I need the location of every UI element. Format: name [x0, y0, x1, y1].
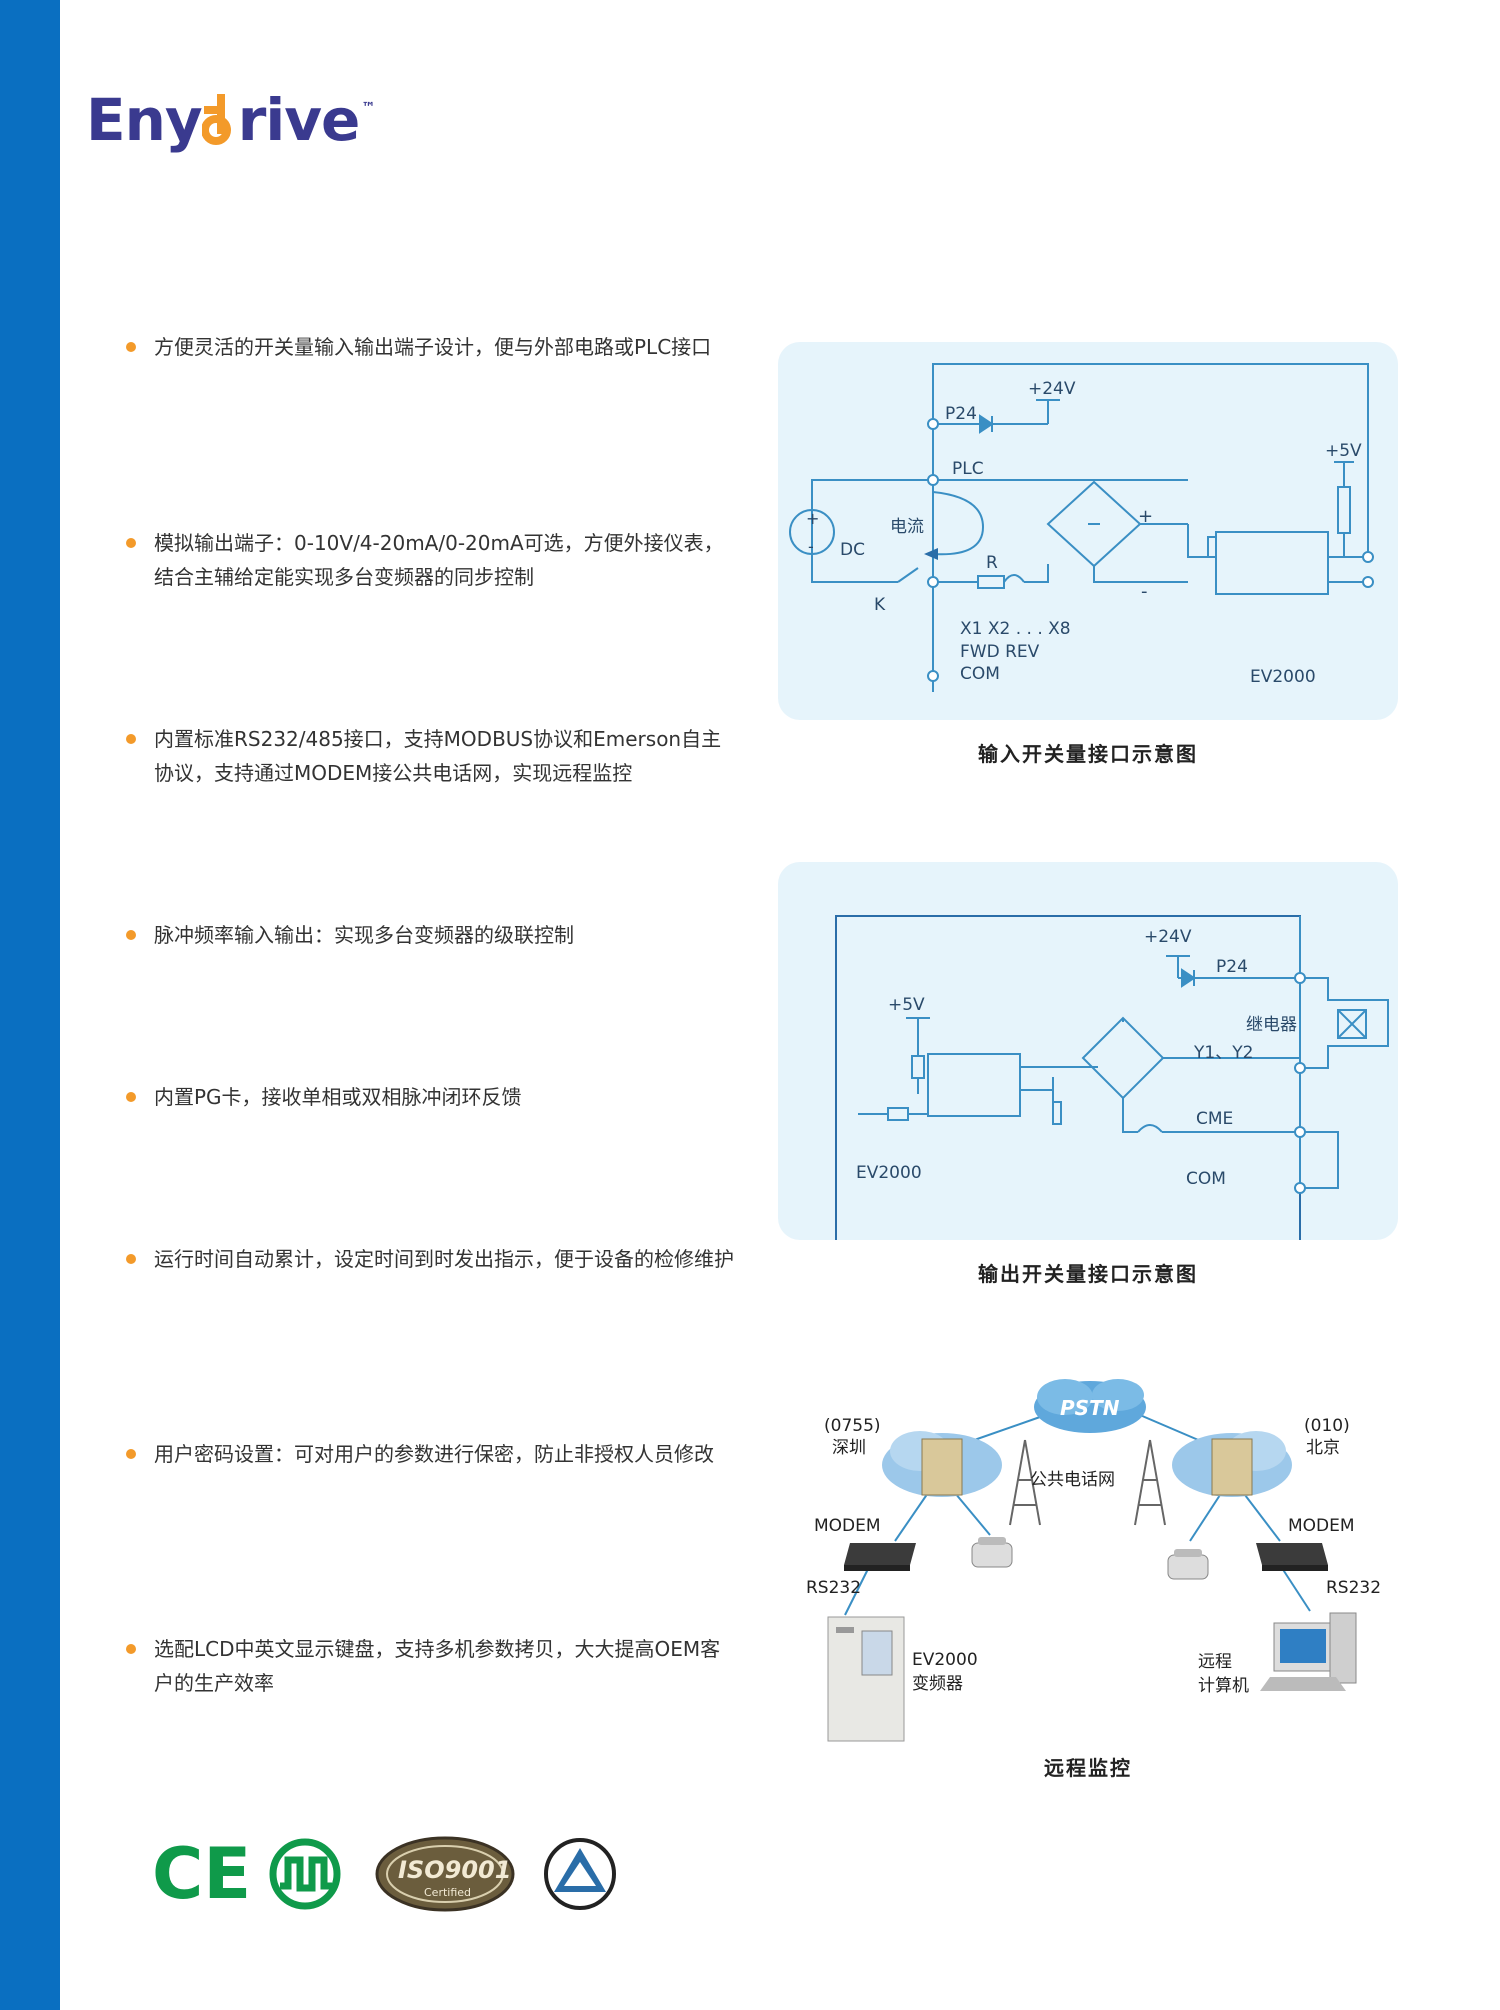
computer-icon: [1260, 1612, 1357, 1691]
feature-text: 用户密码设置：可对用户的参数进行保密，防止非授权人员修改: [154, 1442, 714, 1466]
label-modem-left: MODEM: [814, 1516, 881, 1536]
feature-text: 方便灵活的开关量输入输出端子设计，便与外部电路或PLC接口: [154, 335, 712, 359]
label-pstn: PSTN: [1060, 1396, 1120, 1420]
left-color-bar: [0, 0, 60, 2010]
feature-item: 内置标准RS232/485接口，支持MODBUS协议和Emerson自主协议，支…: [126, 722, 736, 790]
label-bridge-plus: +: [1138, 506, 1153, 527]
label-k: K: [874, 595, 886, 615]
drive-d-logo-icon: [201, 94, 231, 145]
tower-right-icon: [1134, 1439, 1166, 1526]
label-rs232-left: RS232: [806, 1578, 861, 1598]
label-model: EV2000: [1250, 667, 1316, 687]
label-dc: DC: [840, 540, 865, 560]
iso9001-seal-icon: ISO9001 Certified: [375, 1836, 515, 1912]
label-24v: +24V: [1028, 379, 1076, 399]
feature-text: 模拟输出端子：0-10V/4-20mA/0-20mA可选，方便外接仪表，结合主辅…: [154, 531, 724, 589]
label-terminals-fwd: FWD REV: [960, 642, 1040, 662]
label-rs232-right: RS232: [1326, 1578, 1381, 1598]
feature-text: 内置PG卡，接收单相或双相脉冲闭环反馈: [154, 1085, 522, 1109]
feature-item: 脉冲频率输入输出：实现多台变频器的级联控制: [126, 918, 736, 952]
feature-text: 内置标准RS232/485接口，支持MODBUS协议和Emerson自主协议，支…: [154, 727, 722, 785]
bullet-dot-icon: [126, 342, 136, 352]
label-y1-y2: Y1、Y2: [1193, 1043, 1253, 1063]
label-current: 电流: [890, 517, 924, 537]
label-com: COM: [1186, 1169, 1226, 1189]
label-modem-right: MODEM: [1288, 1516, 1355, 1536]
bullet-dot-icon: [126, 930, 136, 940]
bullet-dot-icon: [126, 1092, 136, 1102]
feature-item: 模拟输出端子：0-10V/4-20mA/0-20mA可选，方便外接仪表，结合主辅…: [126, 526, 736, 594]
modem-left-icon: [844, 1543, 916, 1571]
input-diagram-caption: 输入开关量接口示意图: [978, 742, 1198, 766]
feature-text: 选配LCD中英文显示键盘，支持多机参数拷贝，大大提高OEM客户的生产效率: [154, 1637, 721, 1695]
pulse-mark-icon: [269, 1838, 341, 1910]
brand-name-part2: rive: [237, 86, 361, 154]
label-p24: P24: [945, 404, 977, 424]
bullet-dot-icon: [126, 1254, 136, 1264]
label-dc-plus: +: [806, 509, 819, 528]
tower-left-icon: [1009, 1439, 1041, 1526]
output-interface-diagram: +24V P24 继电器 +5V Y1、Y2 CME COM EV2000: [835, 915, 1389, 1247]
remote-diagram-caption: 远程监控: [1044, 1756, 1132, 1780]
label-network: 公共电话网: [1030, 1470, 1115, 1490]
feature-item: 用户密码设置：可对用户的参数进行保密，防止非授权人员修改: [126, 1437, 736, 1471]
label-inverter-model: EV2000: [912, 1650, 978, 1670]
bullet-dot-icon: [126, 1644, 136, 1654]
triangle-cert-icon: [544, 1838, 616, 1910]
label-5v: +5V: [888, 995, 925, 1015]
label-p24: P24: [1216, 957, 1248, 977]
telephone-left-icon: [971, 1537, 1013, 1568]
certification-marks: CE ISO9001 Certified: [150, 1830, 630, 1920]
svg-text:CE: CE: [152, 1833, 251, 1915]
label-cme: CME: [1196, 1109, 1233, 1129]
label-computer-2: 计算机: [1198, 1676, 1249, 1696]
label-terminals-x: X1 X2 . . . X8: [960, 619, 1071, 639]
output-diagram-panel: +24V P24 继电器 +5V Y1、Y2 CME COM EV2000: [778, 862, 1398, 1247]
output-diagram-caption: 输出开关量接口示意图: [978, 1262, 1198, 1286]
input-diagram-panel: P24 +24V +5V PLC 电流 DC + - + - R K X1 X2…: [778, 342, 1398, 720]
ce-mark-icon: CE: [152, 1833, 251, 1915]
feature-item: 方便灵活的开关量输入输出端子设计，便与外部电路或PLC接口: [126, 330, 736, 364]
inverter-ev2000-icon: [827, 1616, 905, 1742]
remote-monitoring-diagram: PSTN (0755) 深圳 (010) 北京 公共电话网 MODEM MODE…: [780, 1365, 1400, 1765]
svg-text:ISO9001: ISO9001: [398, 1856, 511, 1884]
label-bridge-minus: -: [1141, 581, 1148, 602]
label-com: COM: [960, 664, 1000, 684]
bullet-dot-icon: [126, 734, 136, 744]
bullet-dot-icon: [126, 1449, 136, 1459]
feature-text: 运行时间自动累计，设定时间到时发出指示，便于设备的检修维护: [154, 1247, 734, 1271]
svg-text:Certified: Certified: [424, 1886, 471, 1899]
label-inverter-name: 变频器: [912, 1674, 963, 1694]
feature-item: 选配LCD中英文显示键盘，支持多机参数拷贝，大大提高OEM客户的生产效率: [126, 1632, 736, 1700]
label-5v: +5V: [1325, 441, 1362, 461]
label-bj-code: (010): [1304, 1416, 1350, 1436]
pstn-cloud-icon: PSTN: [1034, 1379, 1146, 1433]
brand-trademark: ™: [361, 100, 375, 116]
beijing-cloud-icon: [1172, 1431, 1292, 1497]
feature-item: 运行时间自动累计，设定时间到时发出指示，便于设备的检修维护: [126, 1242, 736, 1276]
feature-item: 内置PG卡，接收单相或双相脉冲闭环反馈: [126, 1080, 736, 1114]
telephone-right-icon: [1167, 1549, 1209, 1580]
label-bj-city: 北京: [1306, 1438, 1340, 1458]
shenzhen-cloud-icon: [882, 1431, 1002, 1497]
brand-name-part1: Eny: [86, 86, 203, 154]
label-relay: 继电器: [1246, 1015, 1297, 1035]
input-interface-diagram: P24 +24V +5V PLC 电流 DC + - + - R K X1 X2…: [789, 363, 1374, 692]
label-computer-1: 远程: [1198, 1652, 1232, 1672]
label-r: R: [986, 553, 998, 573]
label-sz-city: 深圳: [832, 1438, 866, 1458]
label-plc: PLC: [952, 459, 984, 479]
modem-right-icon: [1256, 1543, 1328, 1571]
bullet-dot-icon: [126, 538, 136, 548]
label-sz-code: (0755): [824, 1416, 881, 1436]
label-dc-minus: -: [808, 537, 814, 556]
feature-text: 脉冲频率输入输出：实现多台变频器的级联控制: [154, 923, 574, 947]
label-model: EV2000: [856, 1163, 922, 1183]
label-24v: +24V: [1144, 927, 1192, 947]
